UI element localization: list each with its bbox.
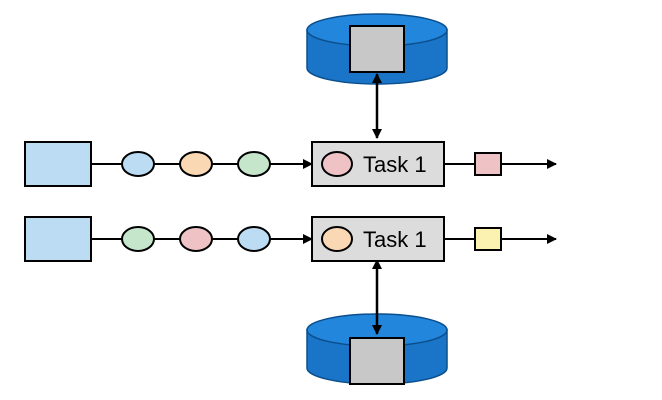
output-record <box>474 227 502 251</box>
stream-row-1: Task 1 <box>24 141 557 187</box>
state-value-square <box>349 337 405 385</box>
task-record-circle <box>321 151 353 177</box>
task-record-circle <box>321 226 353 252</box>
task-rect <box>311 141 445 187</box>
task-label: Task 1 <box>363 152 427 177</box>
record-circle <box>121 226 155 252</box>
source-box <box>24 141 92 187</box>
source-box <box>24 216 92 262</box>
record-circle <box>121 151 155 177</box>
record-circle <box>179 226 213 252</box>
record-circle <box>237 151 271 177</box>
record-circle <box>237 226 271 252</box>
record-circle <box>179 151 213 177</box>
task-box: Task 1 <box>311 216 445 262</box>
state-database-top <box>306 13 448 85</box>
task-label: Task 1 <box>363 227 427 252</box>
output-record <box>474 152 502 176</box>
state-value-square <box>349 25 405 73</box>
task-box: Task 1 <box>311 141 445 187</box>
stream-row-2: Task 1 <box>24 216 557 262</box>
